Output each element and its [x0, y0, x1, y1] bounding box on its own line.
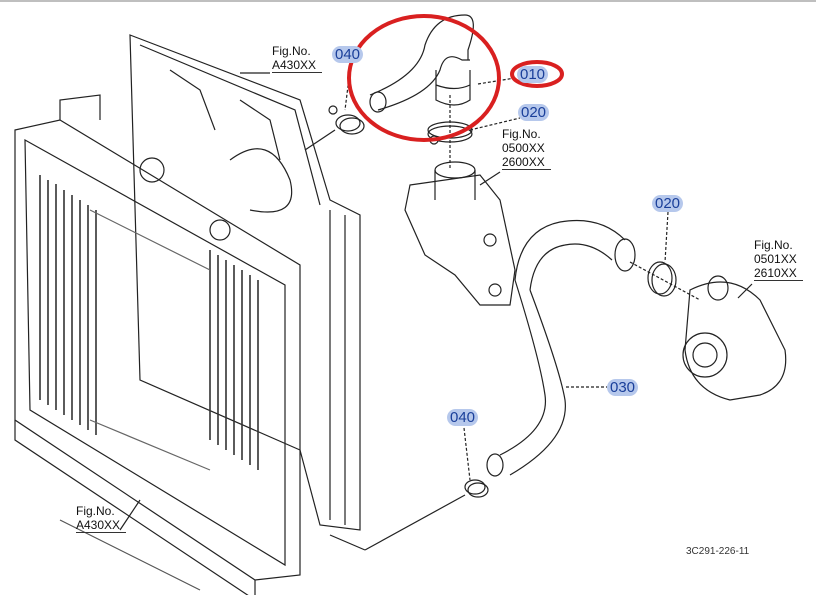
- callout-020-right[interactable]: 020: [652, 195, 684, 212]
- fig-number: A430XX: [272, 58, 323, 73]
- water-pump: [682, 275, 787, 401]
- fig-ref-radiator-bottom[interactable]: Fig.No. A430XX: [76, 504, 127, 533]
- clamp-040-top: [304, 69, 365, 151]
- fig-label: Fig.No.: [754, 238, 793, 252]
- callout-040-bottom[interactable]: 040: [447, 409, 479, 426]
- fan-shroud: [129, 34, 361, 531]
- hose-010: [369, 14, 474, 113]
- callout-040-top[interactable]: 040: [332, 46, 364, 63]
- fig-label: Fig.No.: [272, 44, 311, 58]
- thermostat-housing: [404, 161, 516, 306]
- fig-label: Fig.No.: [502, 127, 541, 141]
- clamp-040-bottom: [329, 427, 489, 551]
- fig-ref-water-pump[interactable]: Fig.No. 0501XX 2610XX: [754, 238, 803, 281]
- callout-010[interactable]: 010: [517, 66, 549, 83]
- fig-number-1: 0501XX: [754, 252, 797, 266]
- callout-020-top[interactable]: 020: [518, 104, 550, 121]
- diagram-code: 3C291-226-11: [686, 546, 750, 557]
- clamp-020-top: [427, 95, 473, 170]
- highlight-marks: [347, 14, 564, 142]
- callout-030[interactable]: 030: [607, 379, 639, 396]
- fig-number: A430XX: [76, 518, 127, 533]
- fig-number-2: 2600XX: [502, 155, 551, 170]
- fig-ref-radiator-top[interactable]: Fig.No. A430XX: [272, 44, 323, 73]
- clamp-020-right: [629, 211, 701, 301]
- fig-number-2: 2610XX: [754, 266, 803, 281]
- radiator: [14, 94, 301, 595]
- hose-030: [486, 219, 636, 477]
- fig-number-1: 0500XX: [502, 141, 545, 155]
- fig-label: Fig.No.: [76, 504, 115, 518]
- fig-ref-thermostat[interactable]: Fig.No. 0500XX 2600XX: [502, 127, 551, 170]
